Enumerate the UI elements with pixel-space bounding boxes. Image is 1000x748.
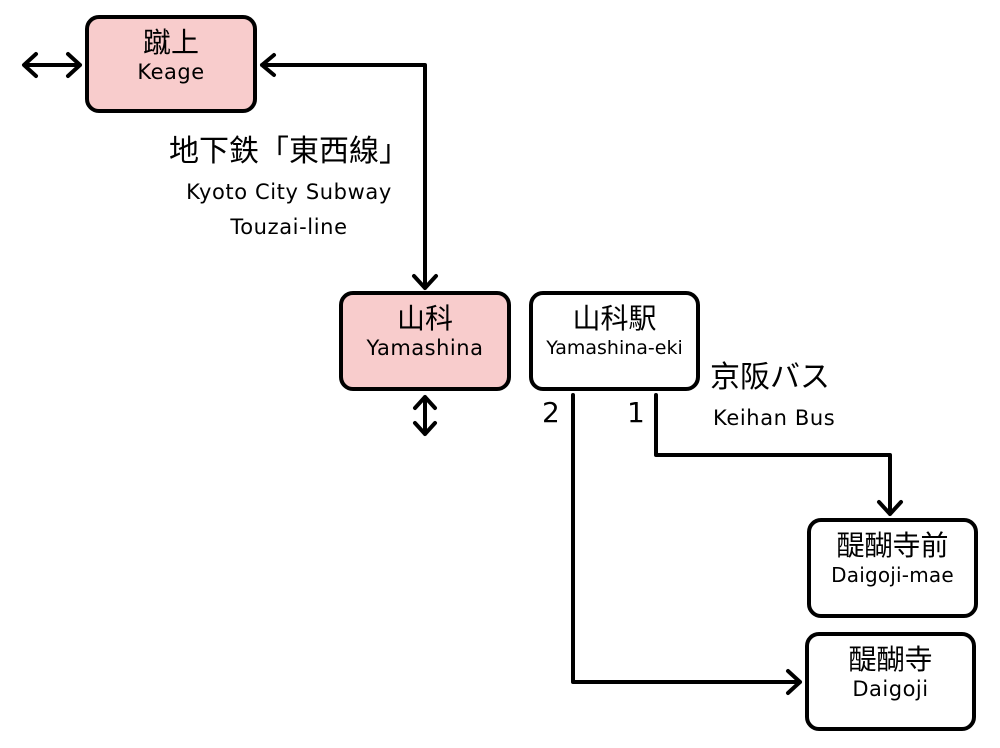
station-yamashina-eki-en: Yamashina-eki <box>546 337 683 359</box>
station-daigoji-en: Daigoji <box>852 677 929 701</box>
yamashina-continuation-arrow <box>413 395 437 436</box>
subway-line-label-en-1: Kyoto City Subway <box>186 180 392 204</box>
station-keage-ja: 蹴上 <box>142 26 199 59</box>
station-yamashina-eki[interactable]: 山科駅 Yamashina-eki <box>529 291 700 391</box>
station-daigoji-ja: 醍醐寺 <box>848 643 933 676</box>
station-yamashina-ja: 山科 <box>396 302 453 335</box>
bus-stop-1-label: 1 <box>627 396 645 429</box>
bus-line-label-en: Keihan Bus <box>713 406 836 430</box>
station-daigoji-mae[interactable]: 醍醐寺前 Daigoji-mae <box>807 518 978 618</box>
station-daigoji-mae-ja: 醍醐寺前 <box>836 529 949 562</box>
station-yamashina-eki-ja: 山科駅 <box>572 302 657 335</box>
bus-route-1-line <box>654 393 903 516</box>
station-daigoji-mae-en: Daigoji-mae <box>831 563 954 587</box>
subway-line-label-ja: 地下鉄「東西線」 <box>169 134 409 169</box>
station-keage[interactable]: 蹴上 Keage <box>85 15 257 113</box>
station-daigoji[interactable]: 醍醐寺 Daigoji <box>805 632 976 731</box>
bus-route-2-line <box>571 393 802 695</box>
bus-line-label-ja: 京阪バス <box>710 360 830 395</box>
subway-line-label-en-2: Touzai-line <box>230 215 348 239</box>
station-yamashina[interactable]: 山科 Yamashina <box>339 291 511 391</box>
subway-line-connector <box>260 53 438 290</box>
station-keage-en: Keage <box>137 60 205 84</box>
bus-stop-2-label: 2 <box>542 396 560 429</box>
station-yamashina-en: Yamashina <box>366 336 484 360</box>
keage-continuation-arrow <box>22 52 82 78</box>
